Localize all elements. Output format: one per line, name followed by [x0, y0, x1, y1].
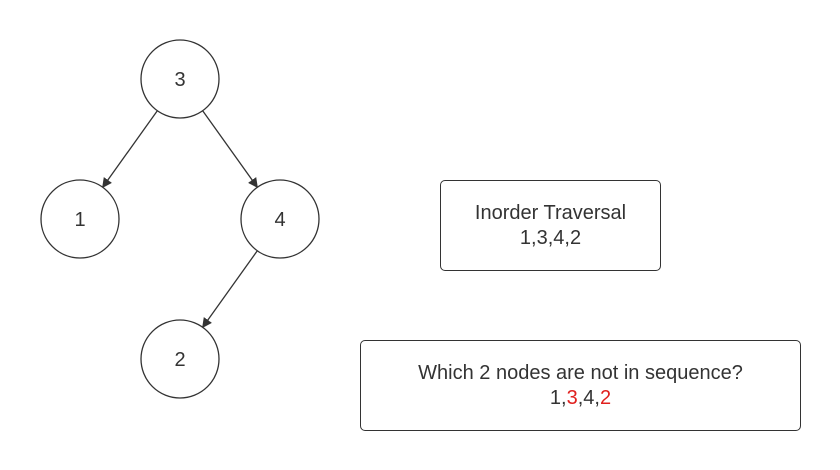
- tree-node-1: 1: [40, 179, 120, 259]
- sequence-separator: ,: [577, 386, 584, 409]
- node-value: 1: [549, 386, 562, 409]
- tree-node-circle: [140, 319, 220, 399]
- tree-node-circle: [140, 39, 220, 119]
- tree-node-circle: [240, 179, 320, 259]
- tree-node-label: 3: [174, 69, 185, 91]
- tree-node-2: 2: [140, 319, 220, 399]
- edge-3-to-1: [102, 110, 158, 189]
- question-sequence: 1,3,4,2: [361, 386, 800, 411]
- question-text: Which 2 nodes are not in sequence?: [418, 361, 743, 384]
- tree-node-label: 1: [74, 209, 85, 231]
- edge-4-to-2: [202, 250, 258, 329]
- highlighted-node-value: 3: [566, 386, 578, 409]
- question-box: Which 2 nodes are not in sequence? 1,3,4…: [360, 340, 801, 431]
- inorder-title: Inorder Traversal: [474, 201, 627, 224]
- tree-node-4: 4: [240, 179, 320, 259]
- edge-3-to-4: [202, 110, 258, 189]
- node-value: 4: [583, 386, 595, 409]
- tree-node-3: 3: [140, 39, 220, 119]
- inorder-traversal-box: Inorder Traversal 1,3,4,2: [440, 180, 661, 271]
- sequence-separator: ,: [594, 386, 600, 409]
- highlighted-node-value: 2: [599, 386, 612, 409]
- tree-node-label: 4: [274, 209, 285, 231]
- inorder-sequence: 1,3,4,2: [519, 226, 582, 249]
- tree-node-circle: [40, 179, 120, 259]
- sequence-separator: ,: [561, 386, 567, 409]
- tree-node-label: 2: [174, 349, 185, 371]
